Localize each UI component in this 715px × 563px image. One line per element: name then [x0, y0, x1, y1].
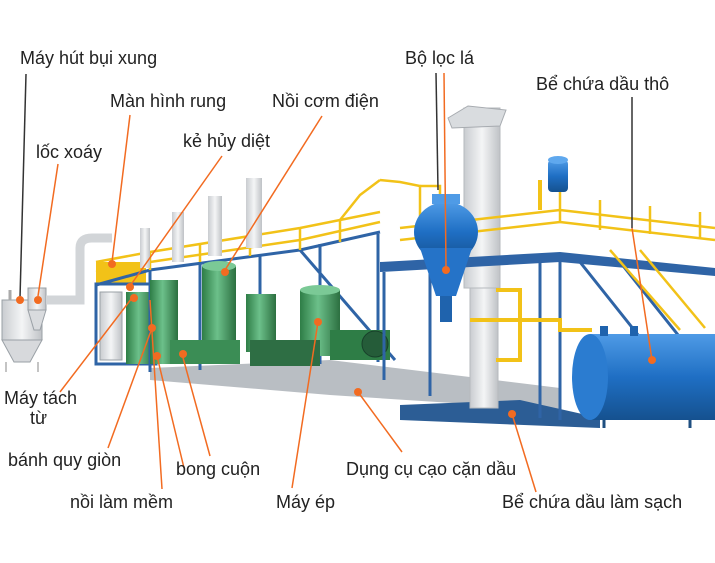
label-pulse-dust-collector: Máy hút bụi xung [20, 48, 158, 68]
label-flaking-roller: bong cuộn [176, 459, 261, 479]
label-scraper-conveyor: Dụng cụ cạo cặn dầu [346, 459, 517, 479]
label-leaf-filter: Bộ lọc lá [405, 48, 475, 68]
label-magnetic-separator-1: Máy tách [4, 388, 78, 408]
yellow-pipes [470, 180, 592, 362]
label-softening-cooker: nồi làm mềm [70, 492, 174, 512]
label-clean-oil-tank: Bể chứa dầu làm sạch [502, 492, 683, 512]
label-vibrating-screen: Màn hình rung [110, 91, 227, 111]
vertical-guides [19, 72, 633, 299]
label-oil-press: Máy ép [276, 492, 336, 512]
label-magnetic-separator-2: từ [30, 408, 48, 428]
marker-dots [16, 260, 656, 418]
label-crusher: bánh quy giòn [8, 450, 122, 470]
label-crude-oil-tank: Bể chứa dầu thô [536, 74, 670, 94]
horizontal-oil-tank [572, 326, 715, 428]
crude-oil-small-tank [548, 156, 568, 192]
ground-base [150, 360, 600, 428]
green-machines [150, 261, 390, 366]
label-destroner: kẻ hủy diệt [183, 131, 271, 151]
label-cooker: Nồi cơm điện [272, 91, 379, 111]
label-cyclone: lốc xoáy [36, 142, 103, 162]
